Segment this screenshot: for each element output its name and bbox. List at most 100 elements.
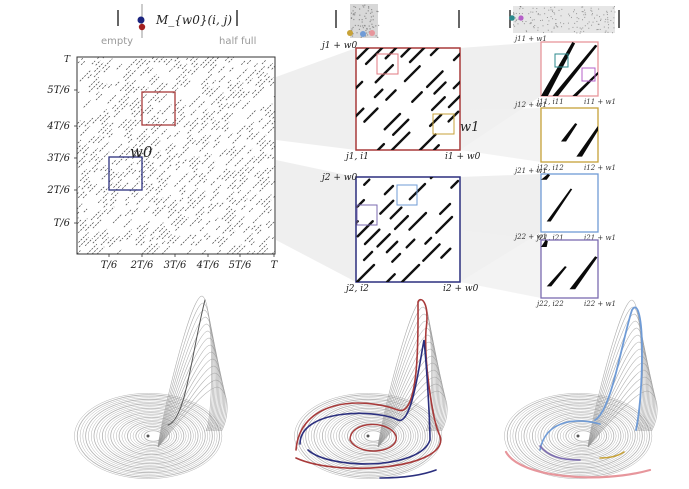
w0-label: w0 [130, 143, 153, 161]
recurrence-segment [8, 126, 15, 133]
recurrence-segment [162, 195, 171, 204]
noise-dot [582, 11, 584, 13]
trajectory-loop [121, 418, 182, 454]
recurrence-segment [112, 104, 117, 109]
recurrence-segment [378, 153, 396, 171]
noise-dot [556, 26, 558, 28]
recurrence-segment [255, 78, 263, 86]
noise-dot [369, 12, 372, 14]
recurrence-segment [267, 220, 275, 229]
recurrence-segment [197, 190, 206, 199]
recurrence-segment [62, 74, 72, 84]
recurrence-segment [281, 155, 286, 160]
recurrence-segment [212, 80, 216, 84]
recurrence-segment [88, 76, 100, 88]
recurrence-segment [121, 102, 129, 110]
recurrence-wedge [546, 188, 573, 222]
recurrence-segment [241, 60, 246, 65]
recurrence-segment [207, 166, 215, 174]
recurrence-segment [65, 171, 75, 181]
recurrence-segment [165, 142, 174, 151]
recurrence-segment [118, 143, 123, 148]
recurrence-segment [143, 206, 150, 213]
recurrence-segment [33, 140, 37, 144]
noise-dot [521, 13, 523, 15]
noise-dot [360, 36, 362, 38]
trajectory-loop [562, 424, 603, 448]
y-tick-label: T/6 [54, 218, 71, 229]
recurrence-segment [385, 240, 399, 254]
recurrence-segment [245, 69, 257, 81]
recurrence-segment [178, 147, 189, 158]
trajectory-fold [157, 379, 227, 448]
recurrence-segment [165, 58, 173, 66]
recurrence-segment [125, 157, 129, 161]
recurrence-segment [83, 208, 88, 213]
recurrence-segment [555, 0, 568, 1]
noise-dot [585, 14, 587, 16]
recurrence-segment [190, 109, 197, 116]
trajectory-fold [157, 372, 226, 448]
recurrence-segment [130, 100, 141, 111]
trajectory-loop [299, 396, 438, 476]
recurrence-segment [251, 131, 260, 140]
recurrence-segment [123, 219, 132, 228]
recurrence-segment [150, 121, 160, 131]
recurrence-segment [247, 148, 253, 154]
small-panel-corner-bottom-left: j22, i22 [535, 300, 564, 308]
noise-dot [604, 31, 606, 33]
recurrence-segment [215, 225, 221, 231]
recurrence-segment [51, 202, 59, 210]
recurrence-segment [118, 98, 123, 103]
recurrence-segment [113, 178, 123, 188]
recurrence-segment [148, 196, 155, 203]
recurrence-segment [17, 245, 26, 254]
trajectory-loop [310, 402, 428, 470]
recurrence-segment [191, 66, 200, 75]
recurrence-segment [123, 69, 132, 78]
noise-dot [612, 22, 614, 24]
recurrence-segment [356, 80, 364, 90]
recurrence-segment [101, 168, 113, 180]
recurrence-segment [0, 138, 3, 142]
recurrence-segment [217, 51, 220, 54]
recurrence-segment [356, 107, 365, 118]
recurrence-segment [99, 228, 108, 237]
noise-dot [531, 19, 533, 21]
recurrence-segment [227, 132, 234, 139]
noise-dot [583, 30, 585, 32]
noise-dot [351, 28, 353, 30]
trajectory-loop [512, 397, 646, 475]
recurrence-segment [136, 169, 147, 180]
noise-dot [537, 29, 539, 31]
recurrence-segment [202, 82, 209, 89]
recurrence-segment [158, 94, 167, 103]
recurrence-segment [56, 206, 65, 215]
noise-dot [561, 26, 563, 28]
recurrence-segment [151, 115, 156, 120]
noise-dot [573, 11, 575, 13]
recurrence-segment [512, 0, 518, 2]
recurrence-segment [1, 160, 10, 169]
recurrence-segment [438, 202, 452, 216]
recurrence-wedge [576, 125, 598, 157]
recurrence-segment [418, 133, 437, 150]
noise-dot [366, 28, 368, 30]
recurrence-segment [77, 121, 85, 130]
noise-dot [350, 17, 353, 19]
recurrence-segment [386, 16, 400, 30]
trajectory-loop [129, 422, 175, 450]
recurrence-segment [81, 169, 87, 175]
noise-dot [533, 26, 535, 28]
recurrence-segment [125, 196, 130, 201]
recurrence-segment [261, 59, 267, 65]
recurrence-segment [66, 135, 71, 140]
noise-dot [552, 9, 554, 11]
recurrence-segment [406, 2, 414, 10]
noise-dot [591, 10, 593, 12]
recurrence-segment [180, 217, 189, 226]
recurrence-segment [299, 145, 307, 153]
recurrence-segment [201, 154, 212, 165]
recurrence-segment [653, 76, 667, 90]
recurrence-segment [236, 245, 246, 254]
